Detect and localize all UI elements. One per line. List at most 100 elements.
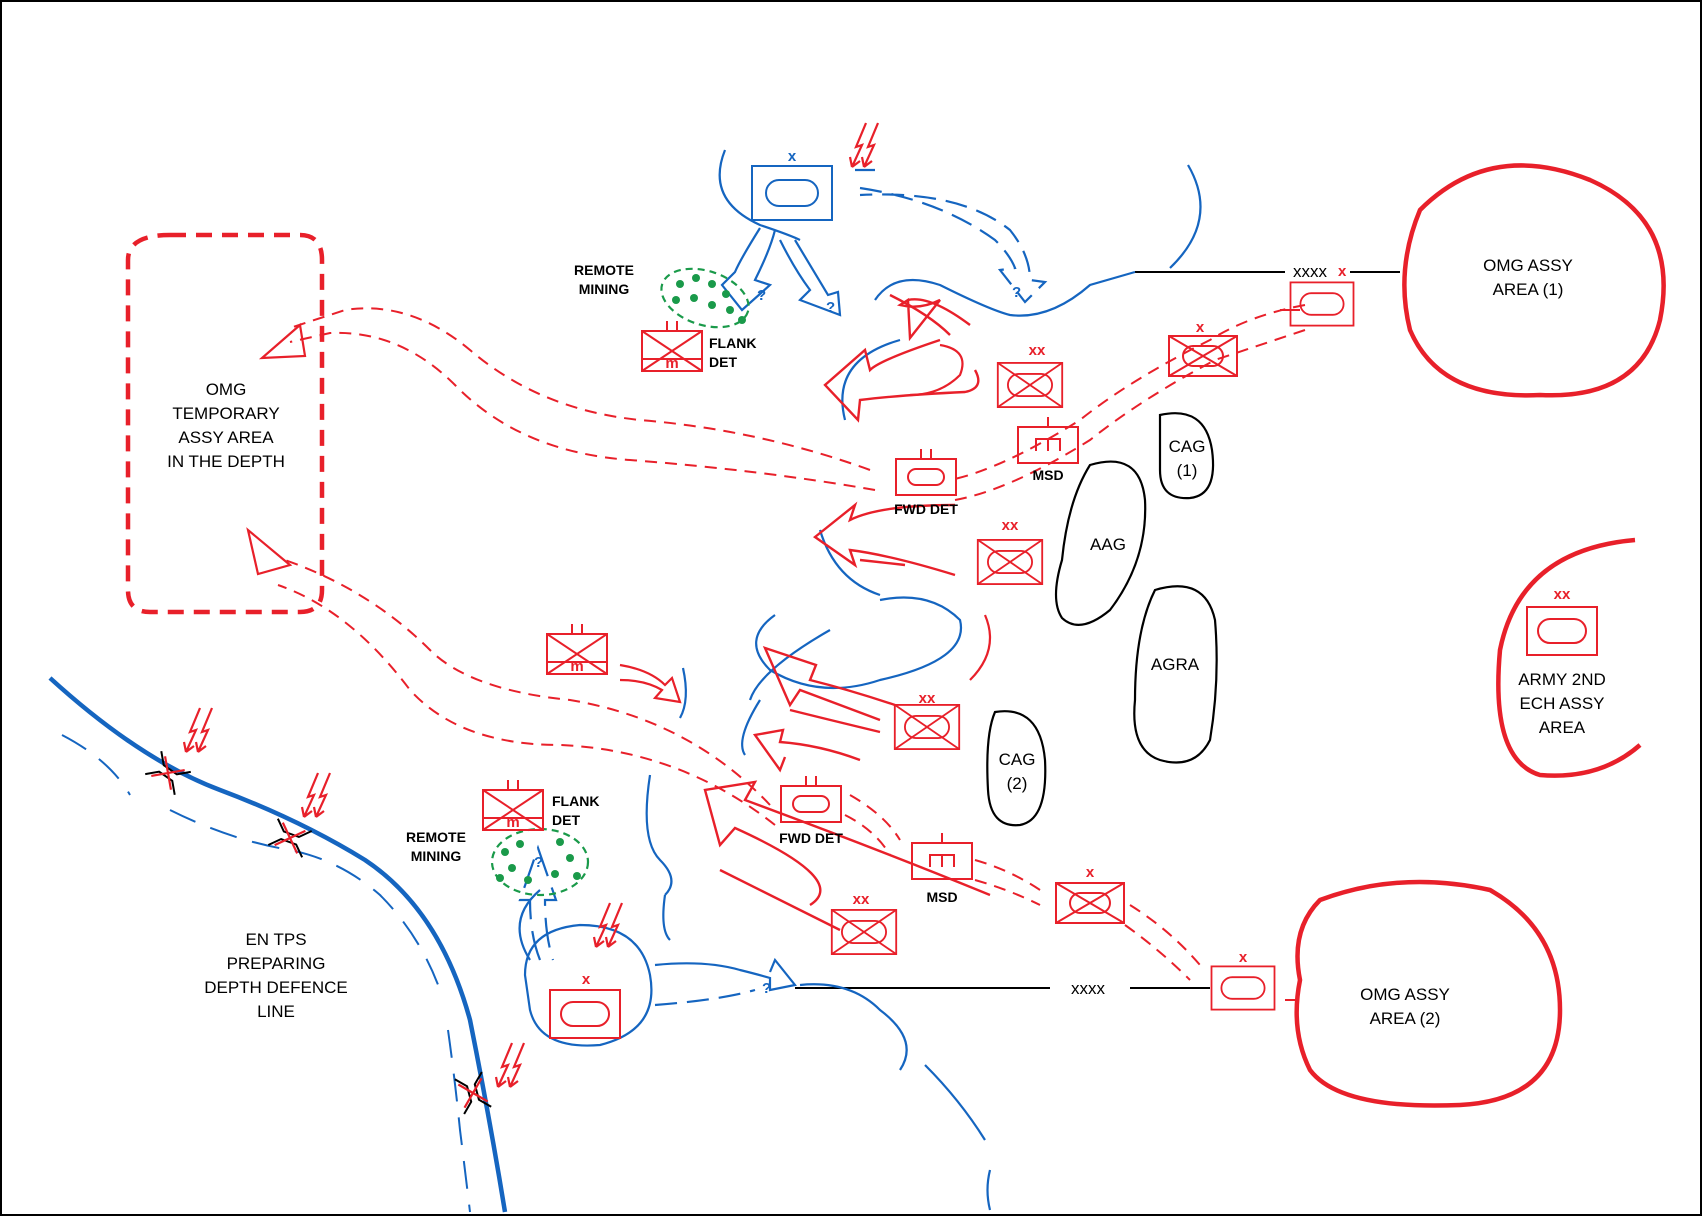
svg-text:MINING: MINING xyxy=(411,848,462,864)
temporary-assy-area-outline xyxy=(125,232,325,615)
enemy-troops-label: EN TPS PREPARING DEPTH DEFENCE LINE xyxy=(204,930,348,1021)
mine-mark-top: m xyxy=(665,355,678,372)
svg-text:DET: DET xyxy=(552,812,580,828)
army-2nd-ech-area-label: ARMY 2ND ECH ASSY AREA xyxy=(1518,670,1606,737)
svg-text:AREA (1): AREA (1) xyxy=(1493,280,1564,299)
aag-outline xyxy=(1054,460,1147,626)
remote-mining-label-top: REMOTE MINING xyxy=(574,262,634,297)
svg-text:REMOTE: REMOTE xyxy=(406,829,466,845)
svg-text:MINING: MINING xyxy=(579,281,630,297)
omg-assy-area-2-outline xyxy=(1294,879,1563,1108)
msd-label-top: MSD xyxy=(1032,467,1063,483)
svg-text:EN TPS: EN TPS xyxy=(245,930,306,949)
svg-text:CAG: CAG xyxy=(999,750,1036,769)
brigade-unit-assy1 xyxy=(1289,281,1355,327)
brigade-echelon-route1: x xyxy=(1196,319,1205,336)
svg-text:OMG: OMG xyxy=(206,380,247,399)
svg-text:CAG: CAG xyxy=(1169,437,1206,456)
main-advance-arrows xyxy=(703,293,991,932)
brigade-echelon-enemy-bottom: x xyxy=(582,971,591,988)
agra-label: AGRA xyxy=(1151,655,1200,674)
cag-2-label: CAG (2) xyxy=(999,750,1036,793)
division-unit-2 xyxy=(976,538,1044,586)
omg-assy-area-1-outline xyxy=(1402,163,1666,398)
brigade-unit-enemy-bottom xyxy=(549,989,621,1039)
mining-det-arrow xyxy=(619,663,682,704)
svg-text:FLANK: FLANK xyxy=(709,335,756,351)
division-echelon-army2nd: xx xyxy=(1554,586,1571,603)
svg-text:ARMY 2ND: ARMY 2ND xyxy=(1518,670,1606,689)
friendly-route-solid xyxy=(1280,309,1300,1001)
msd-unit-bottom xyxy=(911,832,973,880)
division-echelon-2: xx xyxy=(1002,517,1019,534)
fwd-det-unit-bottom xyxy=(780,775,842,823)
brigade-echelon-route2: x xyxy=(1086,864,1095,881)
flank-det-label-bottom: FLANK DET xyxy=(552,793,599,828)
enemy-counterattack-arrows xyxy=(518,168,1048,1007)
airstrike-arrows-icon xyxy=(848,121,880,169)
enemy-brigade-bottom-outline xyxy=(523,923,653,1047)
cag-1-label: CAG (1) xyxy=(1169,437,1206,480)
omg-assy-area-1-label: OMG ASSY AREA (1) xyxy=(1483,256,1573,299)
svg-text:(1): (1) xyxy=(1177,461,1198,480)
enemy-positions xyxy=(518,149,1202,1211)
svg-text:OMG ASSY: OMG ASSY xyxy=(1360,985,1450,1004)
svg-text:PREPARING: PREPARING xyxy=(227,954,326,973)
division-echelon-3: xx xyxy=(919,690,936,707)
army-boundary-label-1: xxxx xyxy=(1293,262,1328,281)
svg-text:OMG ASSY: OMG ASSY xyxy=(1483,256,1573,275)
brigade-unit-route2 xyxy=(1055,882,1125,924)
friendly-arcs xyxy=(909,343,992,681)
svg-text:IN THE DEPTH: IN THE DEPTH xyxy=(167,452,285,471)
airstrike-arrows-icon xyxy=(494,1041,526,1089)
friendly-movement-routes xyxy=(277,304,1306,981)
cag-1-outline xyxy=(1158,412,1215,500)
division-unit-4 xyxy=(830,908,898,956)
division-unit-1 xyxy=(996,362,1064,408)
svg-text:DEPTH DEFENCE: DEPTH DEFENCE xyxy=(204,978,348,997)
army-2nd-ech-area-outline xyxy=(1496,537,1642,778)
brigade-unit-assy2 xyxy=(1210,965,1276,1011)
arrows-to-temporary-area xyxy=(246,322,307,576)
svg-text:AREA (2): AREA (2) xyxy=(1370,1009,1441,1028)
division-unit-3 xyxy=(893,703,961,751)
enemy-brigade-top-echelon: x xyxy=(788,148,797,165)
svg-text:TEMPORARY: TEMPORARY xyxy=(172,404,279,423)
mine-mark-bottom: m xyxy=(506,814,519,831)
enemy-brigade-top xyxy=(751,165,833,221)
svg-text:ASSY AREA: ASSY AREA xyxy=(178,428,274,447)
brigade-echelon-assy2: x xyxy=(1239,949,1248,966)
flank-det-label-top: FLANK DET xyxy=(709,335,756,370)
enemy-unknown-mark-4: ? xyxy=(762,980,771,997)
enemy-unknown-mark-1: ? xyxy=(757,287,766,304)
remote-mining-field-top xyxy=(660,267,750,329)
airstrike-arrows-icon xyxy=(592,901,624,949)
svg-text:FLANK: FLANK xyxy=(552,793,599,809)
division-echelon-1: xx xyxy=(1029,342,1046,359)
temporary-area-label: OMG TEMPORARY ASSY AREA IN THE DEPTH xyxy=(167,380,285,471)
fwd-det-label-bottom: FWD DET xyxy=(779,830,843,846)
mine-mark-mid: m xyxy=(570,658,583,675)
division-echelon-4: xx xyxy=(853,891,870,908)
msd-label-bottom: MSD xyxy=(926,889,957,905)
fwd-det-label-top: FWD DET xyxy=(894,501,958,517)
enemy-unknown-mark-5: ? xyxy=(534,854,543,871)
svg-text:AREA: AREA xyxy=(1539,718,1586,737)
remote-mining-label-bottom: REMOTE MINING xyxy=(406,829,466,864)
enemy-unknown-mark-3: ? xyxy=(1012,284,1021,301)
division-unit-army2nd xyxy=(1526,606,1598,656)
fwd-det-unit-top xyxy=(895,448,957,496)
enemy-unknown-mark-2: ? xyxy=(826,299,835,316)
svg-text:ECH ASSY: ECH ASSY xyxy=(1519,694,1604,713)
cag-2-outline xyxy=(986,710,1047,827)
aag-label: AAG xyxy=(1090,535,1126,554)
agra-outline xyxy=(1133,585,1218,764)
omg-assy-area-2-label: OMG ASSY AREA (2) xyxy=(1360,985,1450,1028)
svg-text:DET: DET xyxy=(709,354,737,370)
msd-unit-top xyxy=(1017,416,1079,464)
svg-text:REMOTE: REMOTE xyxy=(574,262,634,278)
svg-text:LINE: LINE xyxy=(257,1002,295,1021)
